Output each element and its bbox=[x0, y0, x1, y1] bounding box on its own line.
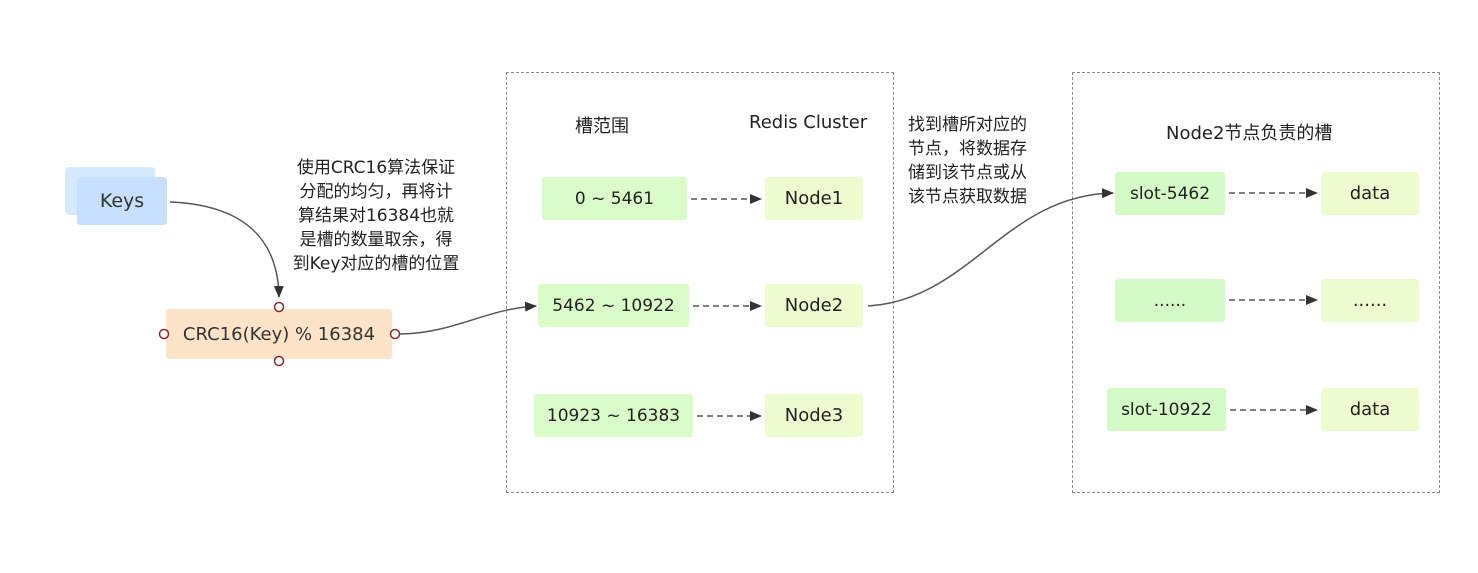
node-2[interactable]: Node2 bbox=[765, 284, 863, 327]
redis-cluster-header: Redis Cluster bbox=[749, 112, 868, 133]
crc-formula-node[interactable]: CRC16(Key) % 16384 bbox=[166, 309, 392, 359]
lookup-note-line: 该节点获取数据 bbox=[908, 187, 1027, 207]
data-box-1-label: data bbox=[1349, 183, 1391, 204]
data-box-1[interactable]: data bbox=[1321, 172, 1419, 215]
slot-ellipsis-label: ...... bbox=[1153, 290, 1187, 311]
keys-node[interactable]: Keys bbox=[77, 177, 167, 225]
data-box-2-label: ...... bbox=[1352, 290, 1388, 311]
hash-note-line: 到Key对应的槽的位置 bbox=[292, 254, 460, 274]
hash-note-line: 是槽的数量取余，得 bbox=[299, 230, 453, 250]
slot-5462-box[interactable]: slot-5462 bbox=[1115, 172, 1225, 215]
slot-5462-label: slot-5462 bbox=[1129, 183, 1211, 204]
lookup-note-line: 找到槽所对应的 bbox=[908, 115, 1027, 135]
slot-10922-label: slot-10922 bbox=[1121, 399, 1212, 420]
slot-range-2-label: 5462 ~ 10922 bbox=[552, 295, 675, 316]
slot-range-header: 槽范围 bbox=[575, 116, 629, 137]
hash-note-line: 分配的均匀，再将计 bbox=[299, 182, 453, 202]
node2-panel-title: Node2节点负责的槽 bbox=[1166, 123, 1333, 144]
slot-range-1[interactable]: 0 ~ 5461 bbox=[542, 177, 687, 220]
node-3[interactable]: Node3 bbox=[765, 394, 863, 437]
slot-range-2[interactable]: 5462 ~ 10922 bbox=[538, 284, 689, 327]
slot-range-1-label: 0 ~ 5461 bbox=[574, 188, 655, 209]
lookup-note-line: 储到该节点或从 bbox=[908, 163, 1027, 183]
keys-label: Keys bbox=[99, 190, 145, 212]
data-box-2[interactable]: ...... bbox=[1321, 279, 1419, 322]
node-2-label: Node2 bbox=[784, 295, 844, 316]
hash-note-line: 使用CRC16算法保证 bbox=[296, 158, 456, 178]
lookup-explanation-note: 找到槽所对应的 节点，将数据存 储到该节点或从 该节点获取数据 bbox=[908, 113, 1062, 209]
slot-ellipsis-box[interactable]: ...... bbox=[1115, 279, 1225, 322]
crc-formula-label: CRC16(Key) % 16384 bbox=[182, 323, 376, 345]
hash-explanation-note: 使用CRC16算法保证 分配的均匀，再将计 算结果对16384也就 是槽的数量取… bbox=[270, 156, 482, 276]
data-box-3[interactable]: data bbox=[1321, 388, 1419, 431]
slot-range-3[interactable]: 10923 ~ 16383 bbox=[534, 394, 693, 437]
node-1-label: Node1 bbox=[784, 188, 844, 209]
data-box-3-label: data bbox=[1349, 399, 1391, 420]
keys-to-crc-connector bbox=[169, 201, 284, 298]
node-3-label: Node3 bbox=[784, 405, 844, 426]
hash-note-line: 算结果对16384也就 bbox=[297, 206, 455, 226]
lookup-note-line: 节点，将数据存 bbox=[908, 139, 1027, 159]
slot-range-3-label: 10923 ~ 16383 bbox=[546, 405, 681, 426]
slot-10922-box[interactable]: slot-10922 bbox=[1107, 388, 1226, 431]
node-1[interactable]: Node1 bbox=[765, 177, 863, 220]
